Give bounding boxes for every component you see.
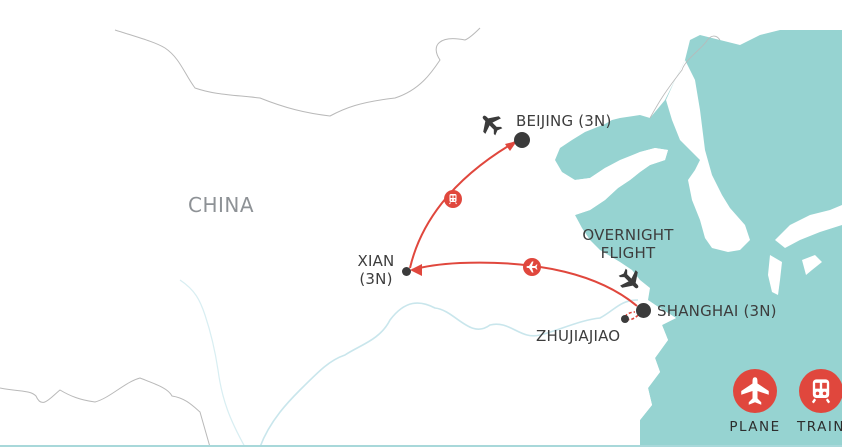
city-label-beijing: BEIJING (3N) bbox=[516, 112, 612, 130]
city-marker-zhujiajiao[interactable] bbox=[621, 315, 629, 323]
river-west bbox=[179, 279, 246, 447]
japan-shikoku bbox=[802, 255, 822, 275]
city-label-xian-name: XIAN bbox=[357, 252, 395, 270]
plane-icon-beijing bbox=[482, 115, 503, 136]
south-border bbox=[0, 377, 211, 447]
city-marker-xian[interactable] bbox=[402, 267, 411, 276]
plane-badge-route bbox=[523, 258, 541, 276]
sea-area bbox=[555, 30, 842, 447]
mongolia-border bbox=[114, 27, 481, 117]
japan-kyushu bbox=[768, 255, 782, 295]
arrowhead-xian bbox=[410, 264, 422, 276]
legend-train: TRAIN bbox=[790, 369, 842, 435]
route-xian-beijing bbox=[409, 141, 516, 269]
korea-border bbox=[649, 35, 721, 119]
train-badge-route bbox=[444, 190, 462, 208]
yangtze-river bbox=[259, 299, 639, 447]
legend-train-circle bbox=[799, 369, 842, 413]
train-icon bbox=[449, 194, 457, 205]
legend-plane: PLANE bbox=[724, 369, 786, 435]
bottom-divider bbox=[0, 445, 842, 447]
city-marker-shanghai[interactable] bbox=[636, 303, 651, 318]
plane-icon bbox=[526, 261, 538, 273]
route-zhujiajiao bbox=[624, 311, 643, 321]
legend-train-label: TRAIN bbox=[797, 419, 842, 435]
overnight-flight-label: OVERNIGHT FLIGHT bbox=[580, 226, 676, 262]
city-marker-beijing[interactable] bbox=[514, 132, 530, 148]
route-shanghai-xian bbox=[411, 261, 638, 307]
train-icon bbox=[811, 379, 831, 404]
plane-icon bbox=[741, 377, 769, 405]
city-label-xian: XIAN (3N) bbox=[352, 252, 400, 288]
zhejiang-land bbox=[600, 308, 676, 447]
city-label-xian-nights: (3N) bbox=[359, 270, 393, 288]
japan-honshu bbox=[775, 205, 842, 248]
korea-land bbox=[666, 60, 750, 252]
shandong-land bbox=[552, 148, 668, 215]
country-label: CHINA bbox=[188, 193, 255, 217]
legend-plane-label: PLANE bbox=[729, 419, 781, 435]
overnight-flight-line1: OVERNIGHT bbox=[582, 226, 674, 244]
plane-icon-overnight bbox=[618, 268, 639, 289]
overnight-flight-line2: FLIGHT bbox=[600, 244, 656, 262]
city-label-zhujiajiao: ZHUJIAJIAO bbox=[536, 327, 621, 345]
city-label-shanghai: SHANGHAI (3N) bbox=[657, 302, 777, 320]
legend-plane-circle bbox=[733, 369, 777, 413]
